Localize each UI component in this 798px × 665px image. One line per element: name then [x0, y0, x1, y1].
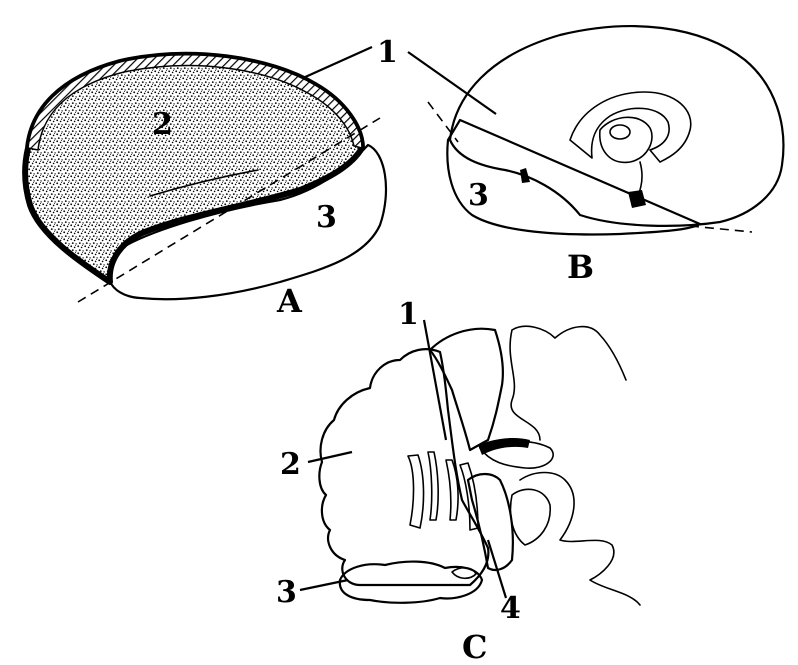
label-1-leader-b — [408, 52, 496, 114]
panel-b-callosum — [570, 92, 691, 162]
panel-c-label-1: 1 — [398, 297, 419, 332]
panel-a-label-2: 2 — [152, 107, 173, 142]
panel-b-letter: B — [567, 248, 594, 286]
panel-c-ventricle-lower — [511, 489, 551, 545]
panel-c-label-2: 2 — [280, 447, 301, 482]
panel-b-dark-mark — [628, 190, 646, 208]
panel-c-label-3: 3 — [276, 575, 297, 610]
panel-a-label-1: 1 — [377, 35, 398, 70]
panel-b-ventricle — [610, 125, 630, 139]
panel-a: 2 3 A — [25, 55, 386, 320]
panel-c: 1 2 3 4 C — [276, 297, 640, 665]
panel-c-sulcus-2 — [428, 452, 438, 520]
panel-b: 3 B — [428, 26, 783, 286]
panel-c-sulcus-1 — [408, 455, 424, 528]
panel-b-thalamus — [600, 117, 652, 162]
label-1-leader-a — [303, 47, 372, 78]
panel-c-lower-right-outline — [520, 473, 640, 606]
panel-c-letter: C — [462, 628, 487, 665]
panel-c-stippled-region — [319, 349, 488, 585]
panel-c-white-gyrus-inner — [452, 568, 476, 579]
panel-b-label-3: 3 — [468, 178, 489, 213]
panel-c-right-outline — [510, 326, 626, 440]
panel-c-sulcus-4 — [460, 463, 478, 530]
panel-a-letter: A — [276, 282, 303, 320]
panel-a-label-3: 3 — [316, 200, 337, 235]
panel-c-label-4: 4 — [500, 591, 521, 626]
panel-b-dashed-line-right — [690, 226, 752, 232]
panel-b-dark-mark-2 — [520, 168, 530, 183]
panel-c-hatched-region — [430, 329, 503, 450]
panel-c-leader-2 — [308, 452, 352, 462]
panel-c-leader-1 — [424, 320, 446, 440]
